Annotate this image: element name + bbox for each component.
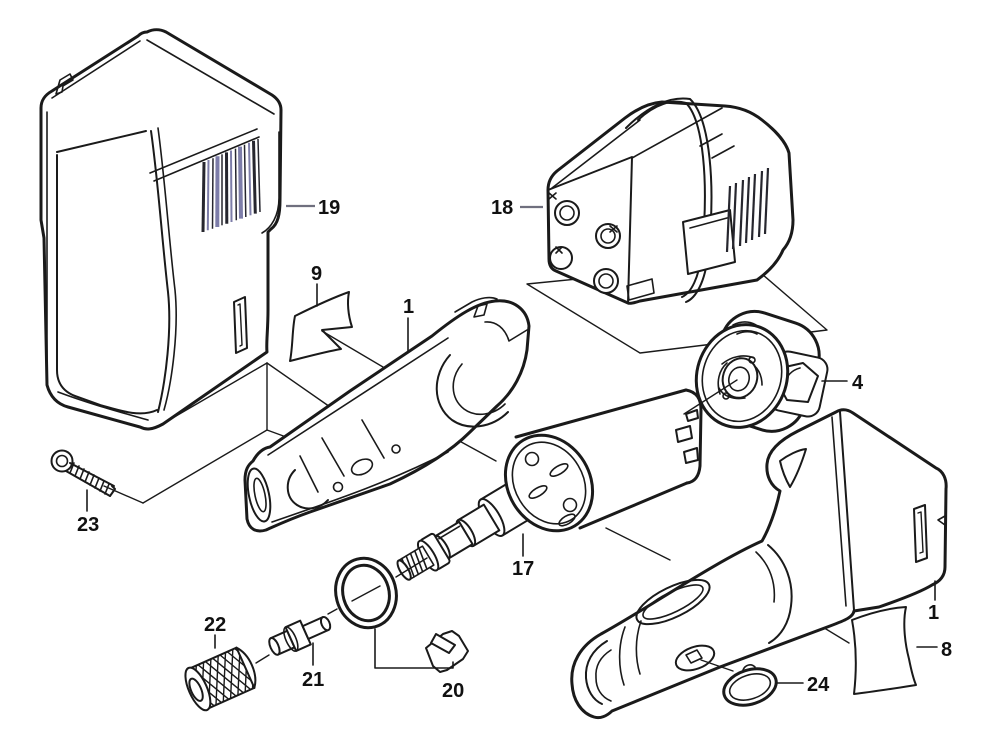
callout-1-right: 1 bbox=[928, 602, 939, 624]
callout-22: 22 bbox=[204, 614, 226, 636]
charger-housing bbox=[39, 28, 283, 431]
fan-assembly bbox=[694, 310, 829, 433]
battery-pack bbox=[546, 97, 795, 305]
sticker9-projection-line bbox=[321, 330, 389, 371]
callout-19: 19 bbox=[318, 197, 340, 219]
callout-23: 23 bbox=[77, 514, 99, 536]
callout-20: 20 bbox=[442, 680, 464, 702]
motor bbox=[396, 388, 703, 581]
battery-vent-stripes bbox=[725, 167, 770, 253]
callout-9: 9 bbox=[311, 263, 322, 285]
button-leader-line bbox=[700, 659, 734, 672]
leader-lines bbox=[86, 204, 938, 684]
screw bbox=[50, 449, 116, 497]
callout-4: 4 bbox=[852, 372, 864, 394]
switch-button bbox=[722, 664, 778, 707]
battery-contacts bbox=[548, 192, 621, 294]
callout-21: 21 bbox=[302, 669, 324, 691]
callout-17: 17 bbox=[512, 558, 534, 580]
axis-line bbox=[255, 654, 270, 664]
collet bbox=[268, 616, 332, 656]
motor-projection-line bbox=[605, 527, 671, 561]
wrench bbox=[425, 630, 469, 673]
collet-nut bbox=[184, 646, 257, 712]
housing-half-left bbox=[243, 296, 531, 533]
housing-half-right bbox=[570, 408, 948, 720]
charger-vent-stripes bbox=[201, 138, 261, 233]
callout-24: 24 bbox=[807, 674, 830, 696]
fan-leader-line bbox=[683, 379, 738, 415]
callout-labels: 19 18 9 1 4 17 23 22 21 20 24 8 1 bbox=[77, 197, 952, 702]
callout-1-left: 1 bbox=[403, 296, 414, 318]
axis-line bbox=[327, 557, 428, 615]
motor-spindle bbox=[396, 474, 543, 581]
callout-8: 8 bbox=[941, 639, 952, 661]
callout-18: 18 bbox=[491, 197, 513, 219]
sticker-9 bbox=[289, 291, 353, 362]
sticker-8 bbox=[851, 606, 917, 695]
